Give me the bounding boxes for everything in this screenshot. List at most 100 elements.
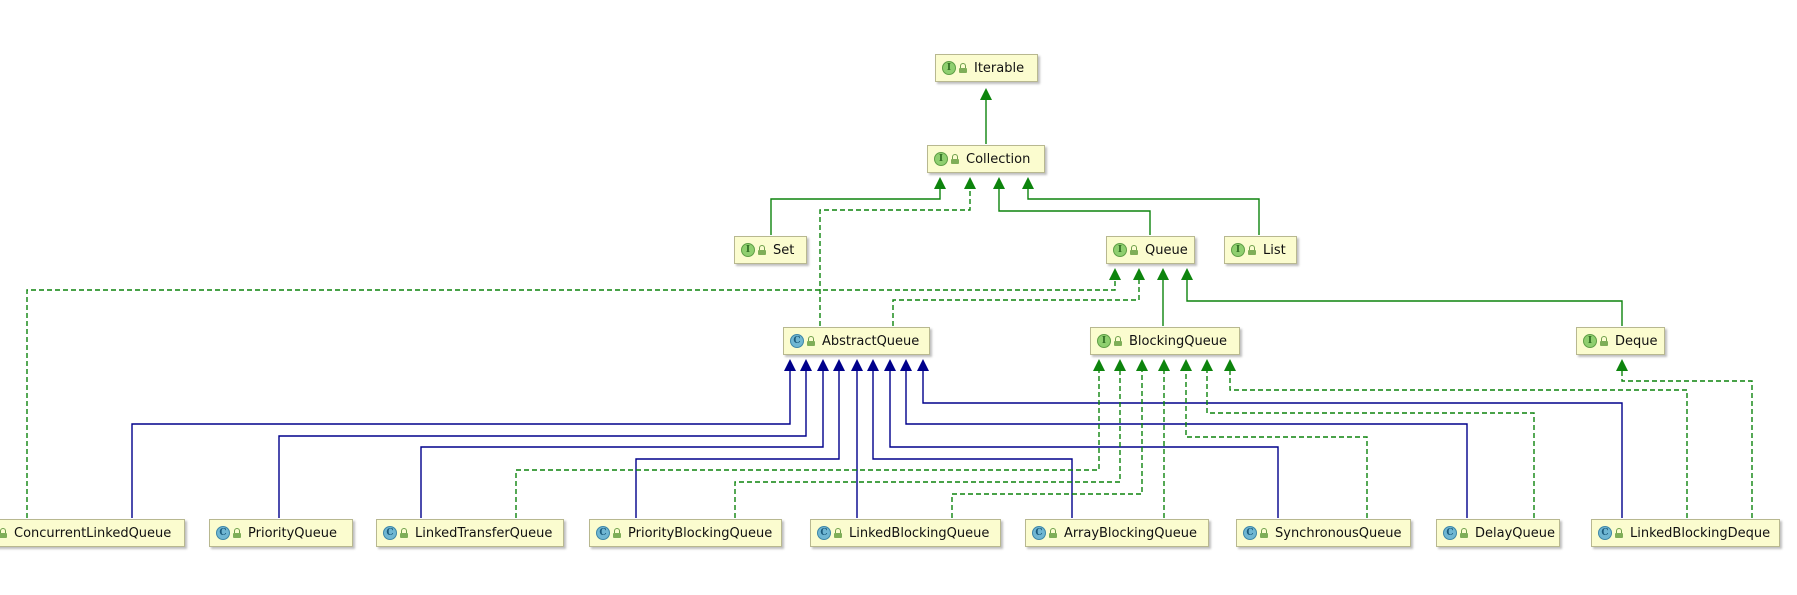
edge-line [819, 189, 971, 326]
arrowhead-icon [784, 359, 796, 371]
node-label: PriorityQueue [248, 525, 337, 541]
public-lock-icon [233, 528, 242, 538]
arrowhead-icon [1224, 359, 1236, 371]
node-linked-transfer-queue[interactable]: C LinkedTransferQueue [376, 519, 564, 547]
node-label: Iterable [974, 60, 1025, 76]
node-priority-queue[interactable]: C PriorityQueue [209, 519, 353, 547]
public-lock-icon [1248, 245, 1257, 255]
interface-badge-icon: I [741, 243, 755, 257]
node-collection[interactable]: I Collection [927, 145, 1045, 173]
node-label: Set [773, 242, 795, 258]
edge-line [951, 371, 1143, 518]
class-badge-icon: C [1243, 526, 1257, 540]
class-badge-icon: C [1598, 526, 1612, 540]
node-delay-queue[interactable]: C DelayQueue [1436, 519, 1560, 547]
class-badge-icon: C [216, 526, 230, 540]
arrowhead-icon [934, 177, 946, 189]
public-lock-icon [613, 528, 622, 538]
public-lock-icon [1114, 336, 1123, 346]
arrowhead-icon [917, 359, 929, 371]
edge-line [1185, 371, 1368, 518]
arrowhead-icon [1616, 359, 1628, 371]
public-lock-icon [1460, 528, 1469, 538]
node-label: Collection [966, 151, 1031, 167]
public-lock-icon [959, 63, 968, 73]
node-linked-blocking-deque[interactable]: C LinkedBlockingDeque [1591, 519, 1780, 547]
public-lock-icon [1049, 528, 1058, 538]
node-label: ArrayBlockingQueue [1064, 525, 1197, 541]
public-lock-icon [400, 528, 409, 538]
edge-line [131, 371, 791, 518]
arrowhead-icon [1114, 359, 1126, 371]
class-badge-icon: C [817, 526, 831, 540]
edge-line [892, 280, 1140, 326]
interface-badge-icon: I [1231, 243, 1245, 257]
node-label: SynchronousQueue [1275, 525, 1402, 541]
edge-line [998, 189, 1151, 235]
class-badge-icon: C [596, 526, 610, 540]
node-label: LinkedBlockingDeque [1630, 525, 1771, 541]
edge-line [635, 371, 840, 518]
edge-line [872, 371, 1073, 518]
edge-line [420, 371, 824, 518]
interface-badge-icon: I [934, 152, 948, 166]
interface-badge-icon: I [1113, 243, 1127, 257]
interface-badge-icon: I [942, 61, 956, 75]
edge-line [1027, 189, 1260, 235]
arrowhead-icon [851, 359, 863, 371]
node-queue[interactable]: I Queue [1106, 236, 1195, 264]
edge-line [26, 280, 1116, 518]
node-priority-blocking-queue[interactable]: C PriorityBlockingQueue [589, 519, 782, 547]
public-lock-icon [1130, 245, 1139, 255]
public-lock-icon [834, 528, 843, 538]
node-label: LinkedTransferQueue [415, 525, 553, 541]
edge-line [889, 371, 1279, 518]
node-linked-blocking-queue[interactable]: C LinkedBlockingQueue [810, 519, 1001, 547]
public-lock-icon [807, 336, 816, 346]
arrowhead-icon [1158, 359, 1170, 371]
class-badge-icon: C [1443, 526, 1457, 540]
public-lock-icon [1600, 336, 1609, 346]
public-lock-icon [0, 528, 8, 538]
public-lock-icon [758, 245, 767, 255]
arrowhead-icon [1181, 268, 1193, 280]
public-lock-icon [1615, 528, 1624, 538]
node-abstract-queue[interactable]: C AbstractQueue [783, 327, 930, 355]
arrowhead-icon [817, 359, 829, 371]
node-deque[interactable]: I Deque [1576, 327, 1665, 355]
node-label: LinkedBlockingQueue [849, 525, 990, 541]
arrowhead-icon [884, 359, 896, 371]
node-label: AbstractQueue [822, 333, 920, 349]
arrowhead-icon [1157, 268, 1169, 280]
node-set[interactable]: I Set [734, 236, 807, 264]
arrowhead-icon [1136, 359, 1148, 371]
node-synchronous-queue[interactable]: C SynchronousQueue [1236, 519, 1411, 547]
node-label: PriorityBlockingQueue [628, 525, 773, 541]
arrowhead-icon [1180, 359, 1192, 371]
arrowhead-icon [867, 359, 879, 371]
arrowhead-icon [1093, 359, 1105, 371]
node-label: Deque [1615, 333, 1658, 349]
edge-line [1229, 371, 1688, 518]
node-blocking-queue[interactable]: I BlockingQueue [1090, 327, 1240, 355]
edge-line [278, 371, 807, 518]
public-lock-icon [951, 154, 960, 164]
arrowhead-icon [964, 177, 976, 189]
arrowhead-icon [980, 88, 992, 100]
arrowhead-icon [1109, 268, 1121, 280]
arrowhead-icon [1022, 177, 1034, 189]
edge-line [922, 371, 1623, 518]
public-lock-icon [1260, 528, 1269, 538]
edge-line [1621, 371, 1753, 518]
node-label: ConcurrentLinkedQueue [14, 525, 172, 541]
node-concurrent-linked-queue[interactable]: ConcurrentLinkedQueue [0, 519, 185, 547]
arrowhead-icon [993, 177, 1005, 189]
node-array-blocking-queue[interactable]: C ArrayBlockingQueue [1025, 519, 1209, 547]
class-badge-icon: C [1032, 526, 1046, 540]
arrowhead-icon [800, 359, 812, 371]
arrowhead-icon [900, 359, 912, 371]
node-iterable[interactable]: I Iterable [935, 54, 1038, 82]
node-list[interactable]: I List [1224, 236, 1297, 264]
edge-line [515, 371, 1100, 518]
